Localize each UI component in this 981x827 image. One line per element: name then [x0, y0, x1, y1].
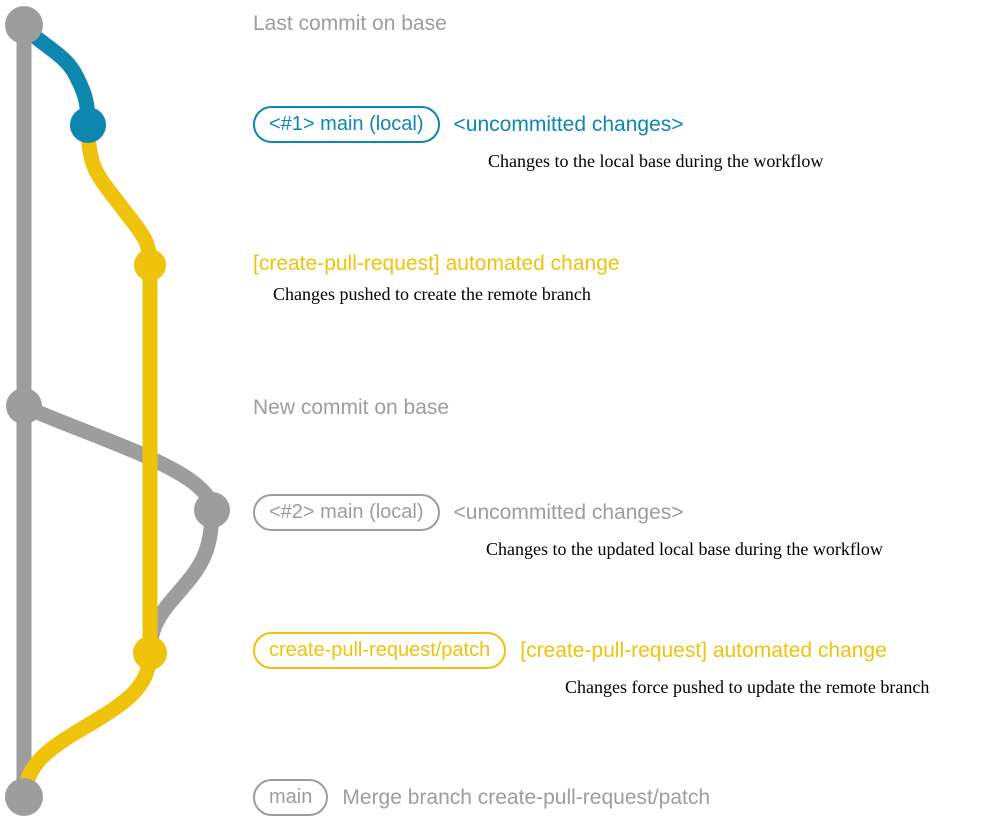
commit-subject: Last commit on base	[253, 12, 447, 35]
commit-note: Changes force pushed to update the remot…	[565, 677, 930, 697]
commit-subject: <uncommitted changes>	[453, 500, 684, 524]
commit-note: Changes to the updated local base during…	[486, 539, 883, 559]
commit-row-new-commit-on-base: New commit on base	[253, 396, 449, 420]
commit-row-local-1: <#1> main (local) <uncommitted changes> …	[253, 106, 823, 172]
commit-subject: [create-pull-request] automated change	[253, 252, 620, 275]
commit-row-merge: main Merge branch create-pull-request/pa…	[253, 779, 710, 816]
commit-row-last-commit-on-base: Last commit on base	[253, 12, 447, 36]
commit-row-header: create-pull-request/patch [create-pull-r…	[253, 632, 929, 669]
commit-row-remote-update: create-pull-request/patch [create-pull-r…	[253, 632, 929, 698]
commit-row-header: <#2> main (local) <uncommitted changes>	[253, 494, 883, 531]
commit-node-local-1[interactable]	[70, 107, 106, 143]
base-to-local2-line	[16, 398, 220, 518]
commit-subject: <uncommitted changes>	[453, 112, 684, 136]
commit-row-local-2: <#2> main (local) <uncommitted changes> …	[253, 494, 883, 560]
remote-branch-line	[80, 117, 158, 661]
commit-row-header: Last commit on base	[253, 12, 447, 36]
commit-node-local-2[interactable]	[194, 492, 230, 528]
commit-row-header: <#1> main (local) <uncommitted changes>	[253, 106, 823, 143]
commit-row-remote-create: [create-pull-request] automated change C…	[253, 252, 620, 305]
branch-label-remote-patch[interactable]: create-pull-request/patch	[253, 632, 507, 669]
commit-subject: New commit on base	[253, 396, 450, 419]
commit-node-merge[interactable]	[5, 778, 43, 816]
commit-note: Changes to the local base during the wor…	[488, 151, 824, 171]
local2-to-remote2-line	[142, 502, 220, 661]
commit-row-header: [create-pull-request] automated change	[253, 252, 620, 276]
commit-subject: Merge branch create-pull-request/patch	[342, 785, 711, 809]
commit-node-base-head[interactable]	[5, 6, 43, 44]
commit-node-base-new[interactable]	[6, 388, 42, 424]
commit-row-header: main Merge branch create-pull-request/pa…	[253, 779, 710, 816]
branch-label-local-1[interactable]: <#1> main (local)	[253, 106, 440, 143]
commit-node-remote-1[interactable]	[134, 249, 166, 281]
commit-node-remote-2[interactable]	[133, 636, 167, 670]
branch-label-local-2[interactable]: <#2> main (local)	[253, 494, 440, 531]
remote-merge-line	[16, 645, 158, 805]
branch-label-main[interactable]: main	[253, 779, 329, 816]
commit-row-header: New commit on base	[253, 396, 449, 420]
commit-note: Changes pushed to create the remote bran…	[273, 284, 591, 304]
commit-subject: [create-pull-request] automated change	[520, 638, 887, 662]
